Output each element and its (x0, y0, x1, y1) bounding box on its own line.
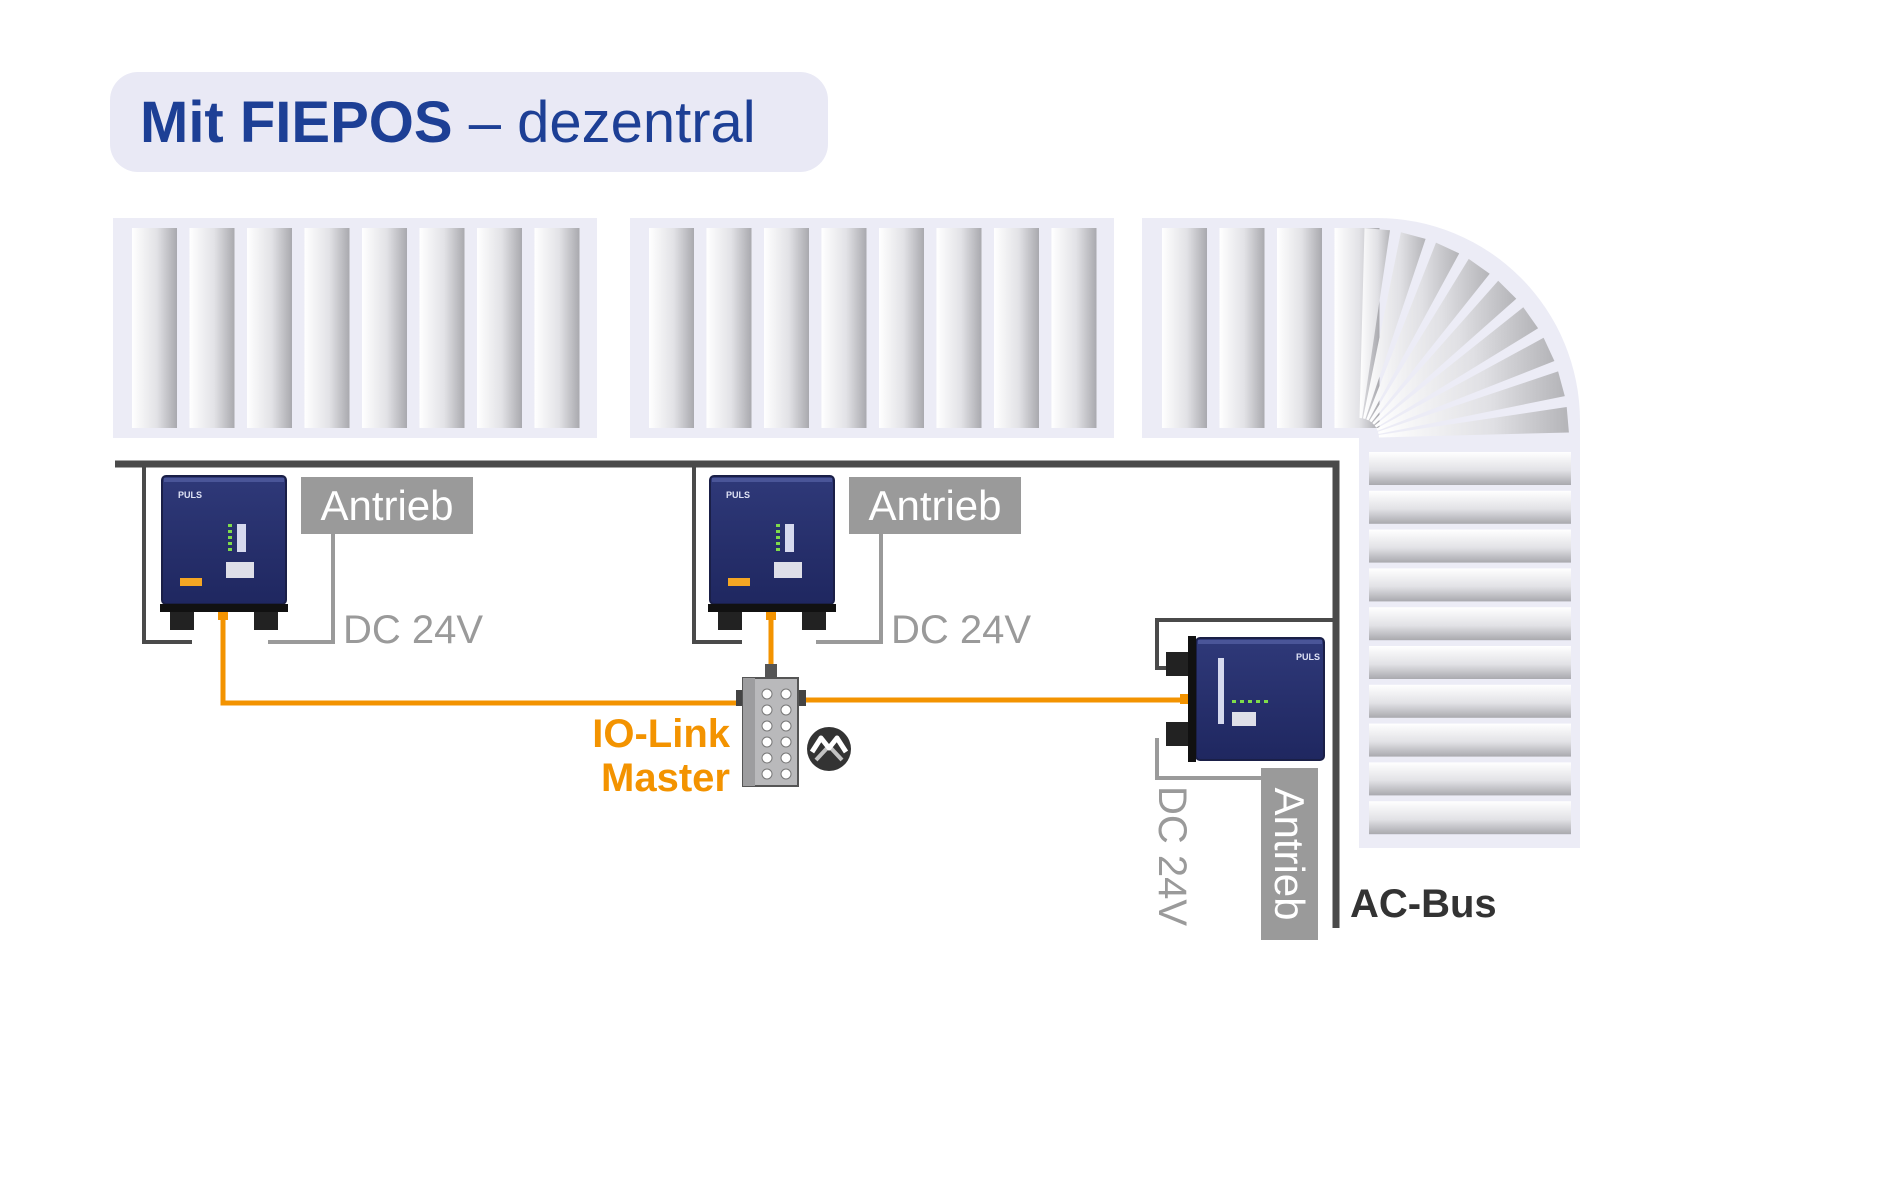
roller (247, 228, 292, 428)
antrieb-label-1: Antrieb (301, 477, 473, 534)
device-brand: PULS (178, 490, 202, 500)
ac-bus-label: AC-Bus (1350, 882, 1497, 926)
curve-roller (1378, 407, 1569, 438)
roller (1162, 228, 1207, 428)
roller (1369, 568, 1571, 602)
curve-roller (1374, 307, 1539, 428)
ac-bus-drop-2 (692, 462, 742, 644)
dc-line-3 (1155, 738, 1265, 780)
curve-roller (1378, 371, 1565, 434)
hub-port (780, 736, 792, 748)
roller (1277, 228, 1322, 428)
io-link-label-line1: IO-Link (592, 712, 730, 756)
roller (1369, 452, 1571, 485)
hub-port (780, 704, 792, 716)
hub-port (761, 752, 773, 764)
hub-port (761, 704, 773, 716)
roller (1219, 228, 1265, 428)
ac-bus-drop-1 (142, 462, 192, 644)
roller (1369, 801, 1571, 835)
roller (764, 228, 809, 428)
roller (1369, 490, 1571, 524)
title-badge (110, 72, 828, 172)
conveyor-1 (113, 218, 597, 438)
device-brand: PULS (726, 490, 750, 500)
hub-port (761, 720, 773, 732)
roller (1369, 646, 1571, 679)
dc-line-1 (268, 532, 335, 644)
io-link-label-line2: Master (601, 756, 730, 800)
io-link-master-hub (736, 664, 806, 787)
roller (1051, 228, 1097, 428)
io-link-line-left (220, 612, 743, 706)
conveyor-sections (113, 218, 1580, 848)
fiepos-device-3: PULS (1166, 636, 1325, 762)
hub-port (780, 720, 792, 732)
hub-port (780, 752, 792, 764)
curve-roller (1359, 228, 1390, 419)
antrieb-label-2: Antrieb (849, 477, 1021, 534)
roller (477, 228, 522, 428)
roller (1369, 607, 1571, 641)
curve-roller (1372, 280, 1517, 425)
fiepos-device-1: PULS (160, 475, 288, 630)
io-link-logo-icon (807, 727, 851, 771)
roller (879, 228, 924, 428)
roller (706, 228, 752, 428)
hub-port (761, 688, 773, 700)
title-rest: – dezentral (452, 90, 756, 155)
roller (362, 228, 407, 428)
curve-roller (1366, 242, 1460, 421)
roller (419, 228, 465, 428)
roller (1369, 684, 1571, 718)
roller (994, 228, 1039, 428)
hub-port (780, 768, 792, 780)
roller (936, 228, 982, 428)
ac-bus-line (115, 460, 1340, 928)
device-brand: PULS (1296, 652, 1320, 662)
roller (132, 228, 177, 428)
page-title: Mit FIEPOS – dezentral (140, 88, 756, 158)
roller (821, 228, 867, 428)
roller (1369, 762, 1571, 796)
conveyor-2 (630, 218, 1114, 438)
curve-roller (1369, 258, 1490, 423)
roller (534, 228, 580, 428)
io-link-master-label: IO-Link Master (560, 712, 730, 800)
curve-roller (1376, 337, 1555, 431)
roller (649, 228, 694, 428)
roller (189, 228, 235, 428)
roller (304, 228, 350, 428)
roller (1369, 723, 1571, 757)
dc-24v-label-3: DC 24V (1150, 786, 1194, 927)
hub-port (761, 736, 773, 748)
title-bold: Mit FIEPOS (140, 90, 453, 155)
dc-line-2 (816, 532, 883, 644)
fiepos-device-2: PULS (708, 475, 836, 630)
antrieb-label-3: Antrieb (1261, 768, 1318, 940)
curve-roller (1363, 232, 1426, 419)
hub-port (780, 688, 792, 700)
dc-24v-label-1: DC 24V (343, 608, 484, 652)
hub-port (761, 768, 773, 780)
dc-24v-label-2: DC 24V (891, 608, 1032, 652)
roller (1369, 529, 1571, 563)
